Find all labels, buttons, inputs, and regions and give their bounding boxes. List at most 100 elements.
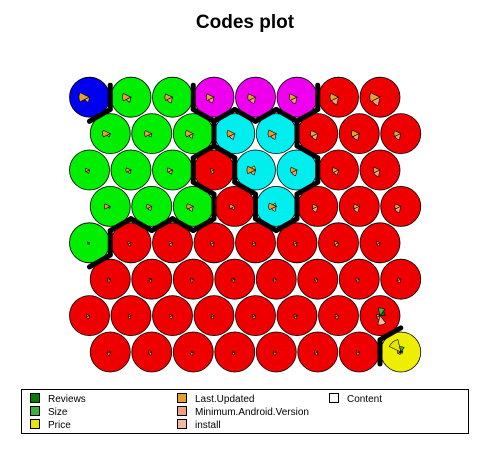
segment-2-5-Minimum.Android.Version [314,278,319,283]
som-codes-plot [69,76,422,373]
segment-4-4-Minimum.Android.Version [271,205,277,212]
cluster-boundary [86,252,113,270]
segment-2-3-Minimum.Android.Version [231,278,236,283]
cluster-boundary [149,216,176,234]
segment-0-4-Minimum.Android.Version [272,351,277,356]
segment-5-1-Minimum.Android.Version [127,169,132,175]
segment-7-6-Minimum.Android.Version [331,96,339,106]
legend-label: Last.Updated [195,394,255,405]
segment-0-6-Minimum.Android.Version [355,351,360,356]
segment-6-0-Minimum.Android.Version [106,133,111,138]
segment-5-4-Last.Updated [246,165,257,175]
segment-1-2-Minimum.Android.Version [169,315,173,320]
cluster-boundary [377,325,404,343]
legend-item: Reviews [30,393,86,406]
cluster-boundary [273,106,300,124]
legend-label: Reviews [48,394,86,405]
segment-5-5-Last.Updated [290,166,298,174]
legend-swatch [329,393,339,403]
segment-2-0-Minimum.Android.Version [106,278,111,283]
cluster-boundary [211,143,238,161]
segment-7-4-Minimum.Android.Version [249,96,256,104]
legend-swatch [30,419,40,429]
legend-item: Size [30,406,67,419]
segment-7-2-Last.Updated [164,93,174,101]
segment-5-1-Last.Updated [125,167,132,173]
segment-6-3-Last.Updated [226,129,236,138]
segment-6-1-Minimum.Android.Version [148,133,153,138]
chart-title: Codes plot [195,12,295,33]
segment-1-5-Minimum.Android.Version [293,315,298,320]
segment-6-6-Minimum.Android.Version [352,133,360,141]
segment-4-0-Last.Updated [104,203,111,210]
segment-6-1-Last.Updated [144,130,153,138]
segment-4-1-Minimum.Android.Version [147,205,153,211]
segment-1-6-Minimum.Android.Version [334,315,339,320]
legend-swatch [30,393,40,403]
legend-item: install [177,419,221,432]
segment-0-5-Minimum.Android.Version [314,351,319,356]
segment-4-3-Last.Updated [229,203,236,210]
cluster-boundary [252,216,279,234]
legend-label: Size [48,407,68,418]
segment-1-7-Size [377,307,386,317]
segment-6-5-Minimum.Android.Version [311,133,319,141]
segment-5-0-Last.Updated [84,167,91,173]
segment-6-3-Minimum.Android.Version [228,133,236,140]
legend-label: install [195,420,221,431]
segment-0-7-Last.Updated [397,350,402,354]
segment-2-7-Minimum.Android.Version [396,278,402,284]
segment-7-4-Last.Updated [247,93,257,101]
segment-7-1-Minimum.Android.Version [126,96,132,103]
segment-4-5-Minimum.Android.Version [311,205,319,213]
segment-4-1-Last.Updated [146,203,153,210]
segment-2-2-Minimum.Android.Version [189,278,194,283]
segment-7-3-Minimum.Android.Version [208,96,215,104]
segment-7-0-Minimum.Android.Version [84,96,90,103]
cluster-boundary [252,106,279,124]
segment-5-6-Last.Updated [332,167,340,173]
segment-7-3-Last.Updated [206,93,215,101]
segment-0-7-Content [400,351,404,354]
legend-item: Last.Updated [177,393,255,406]
legend-swatch [30,406,40,416]
segment-4-0-Minimum.Android.Version [108,205,111,209]
segment-7-5-Minimum.Android.Version [290,96,298,105]
segment-3-6-Minimum.Android.Version [334,242,339,248]
segment-6-6-Last.Updated [351,129,360,138]
segment-6-2-Minimum.Android.Version [188,133,194,139]
cluster-boundary [294,106,321,124]
segment-4-3-Minimum.Android.Version [231,205,236,211]
segment-3-0-Minimum.Android.Version [87,242,90,246]
segment-3-1-Minimum.Android.Version [127,242,132,247]
segment-3-3-Minimum.Android.Version [210,242,215,247]
legend-item: Minimum.Android.Version [177,406,309,419]
segment-3-7-Minimum.Android.Version [376,242,381,247]
cluster-boundary [169,216,196,234]
segment-3-5-Minimum.Android.Version [293,242,298,247]
segment-4-4-Last.Updated [268,202,277,211]
segment-6-4-Minimum.Android.Version [270,133,277,140]
cluster-boundary [190,216,217,234]
cluster-boundary [190,106,217,124]
segment-5-5-Minimum.Android.Version [291,169,298,177]
segment-7-5-Last.Updated [289,93,298,101]
legend-label: Price [48,420,71,431]
segment-2-4-Minimum.Android.Version [272,278,277,283]
segment-7-7-Last.Updated [369,92,381,103]
segment-5-2-Minimum.Android.Version [168,169,173,175]
legend-item: Content [329,393,382,406]
segment-7-1-Last.Updated [122,93,132,102]
segment-4-2-Last.Updated [186,203,194,210]
segment-6-7-Minimum.Android.Version [394,133,402,141]
legend-swatch [177,393,187,403]
segment-1-4-Minimum.Android.Version [252,315,256,320]
segment-2-1-Minimum.Android.Version [148,278,153,283]
segment-0-7-Minimum.Android.Version [398,351,402,355]
segment-5-6-Minimum.Android.Version [333,169,339,176]
cluster-boundary [190,179,217,197]
cluster-boundary [232,179,259,197]
cluster-boundary [294,179,321,197]
segment-6-5-Last.Updated [310,130,319,138]
